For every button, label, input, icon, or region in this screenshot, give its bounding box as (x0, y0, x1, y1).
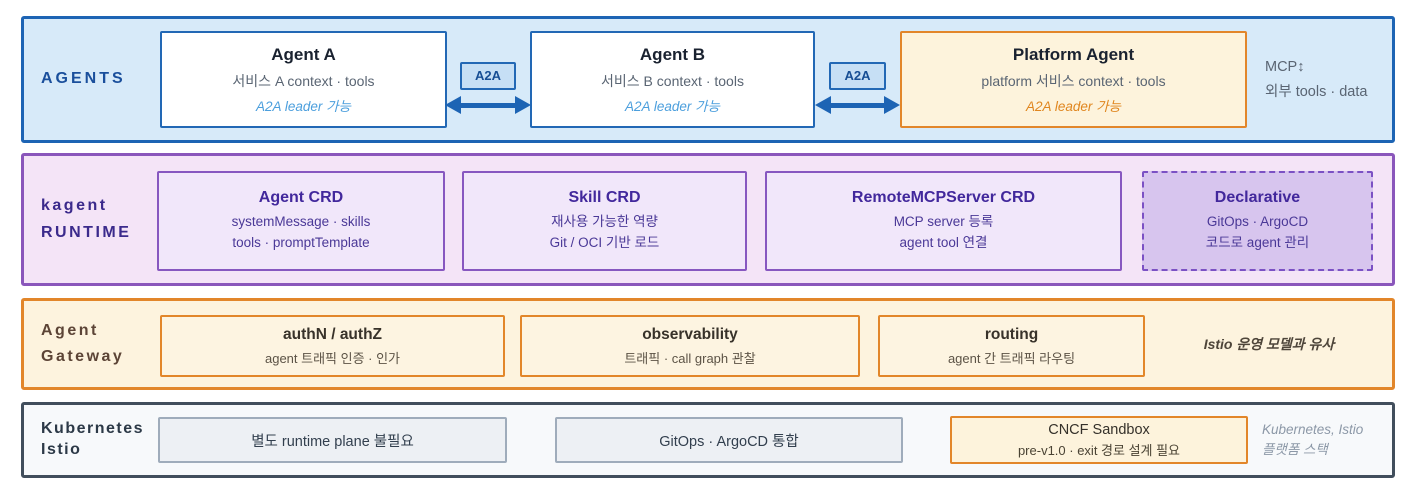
routing-line1: agent 간 트래픽 라우팅 (947, 350, 1076, 366)
declarative-box: Declarative GitOps · ArgoCD 코드로 agent 관리 (1142, 171, 1373, 271)
kubernetes-istio-layer: Kubernetes Istio 별도 runtime plane 불필요 Gi… (21, 402, 1395, 478)
platform-agent-leader-note: A2A leader 가능 (1026, 98, 1121, 114)
authn-authz-title: authN / authZ (282, 325, 383, 343)
kubernetes-layer-label: Kubernetes Istio (41, 405, 144, 475)
agent-b-leader-note: A2A leader 가능 (625, 98, 720, 114)
a2a-badge: A2A (459, 62, 516, 91)
agent-a-box: Agent A 서비스 A context · tools A2A leader… (160, 31, 447, 128)
observability-title: observability (642, 325, 738, 343)
agent-b-title: Agent B (639, 44, 706, 64)
platform-stack-note-line1: Kubernetes, Istio (1262, 422, 1364, 438)
gateway-label-line2: Gateway (41, 348, 125, 365)
observability-line1: 트래픽 · call graph 관찰 (624, 350, 756, 366)
observability-box: observability 트래픽 · call graph 관찰 (520, 315, 860, 377)
mcp-side-note: MCP↕ 외부 tools · data (1265, 19, 1367, 140)
platform-stack-note: Kubernetes, Istio 플랫폼 스택 (1262, 405, 1363, 475)
kubernetes-label-line1: Kubernetes (41, 420, 145, 438)
platform-agent-box: Platform Agent platform 서비스 context · to… (900, 31, 1247, 128)
gitops-integration-box: GitOps · ArgoCD 통합 (555, 417, 903, 463)
agent-crd-title: Agent CRD (258, 189, 344, 207)
cncf-sandbox-box: CNCF Sandbox pre-v1.0 · exit 경로 설계 필요 (950, 416, 1248, 464)
agent-gateway-layer: Agent Gateway authN / authZ agent 트래픽 인증… (21, 298, 1395, 390)
agent-a-subtitle: 서비스 A context · tools (232, 72, 375, 89)
authn-authz-box: authN / authZ agent 트래픽 인증 · 인가 (160, 315, 505, 377)
runtime-plane-box: 별도 runtime plane 불필요 (158, 417, 507, 463)
skill-crd-line1: 재사용 가능한 역량 (551, 214, 658, 230)
agents-layer-label-text: AGENTS (41, 70, 126, 88)
agent-crd-box: Agent CRD systemMessage · skills tools ·… (157, 171, 445, 271)
authn-authz-line1: agent 트래픽 인증 · 인가 (264, 350, 401, 366)
declarative-line1: GitOps · ArgoCD (1206, 214, 1309, 230)
declarative-line2: 코드로 agent 관리 (1205, 235, 1310, 250)
istio-model-note: Istio 운영 모델과 유사 (1203, 336, 1335, 352)
arrow-head-right-icon (515, 96, 531, 115)
gateway-label-line1: Agent (41, 321, 99, 339)
runtime-plane-text: 별도 runtime plane 불필요 (251, 433, 414, 450)
runtime-layer-label: kagent RUNTIME (41, 156, 131, 283)
platform-agent-title: Platform Agent (1012, 44, 1135, 64)
routing-title: routing (984, 325, 1039, 343)
arrow-head-right-icon (884, 96, 900, 115)
declarative-title: Declarative (1214, 189, 1301, 207)
cncf-sandbox-title: CNCF Sandbox (1048, 421, 1150, 438)
cncf-sandbox-line1: pre-v1.0 · exit 경로 설계 필요 (1017, 442, 1181, 458)
arrow-bar (461, 102, 515, 108)
skill-crd-box: Skill CRD 재사용 가능한 역량 Git / OCI 기반 로드 (462, 171, 747, 271)
runtime-label-line2: RUNTIME (41, 223, 132, 241)
kagent-runtime-layer: kagent RUNTIME Agent CRD systemMessage ·… (21, 153, 1395, 286)
a2a-arrow-icon (445, 96, 531, 115)
a2a-badge: A2A (829, 62, 886, 91)
a2a-arrow-icon (815, 96, 900, 115)
a2a-connector-left: A2A (445, 62, 531, 115)
arrow-bar (831, 102, 884, 108)
agent-b-subtitle: 서비스 B context · tools (601, 72, 744, 89)
gitops-integration-text: GitOps · ArgoCD 통합 (659, 433, 799, 450)
mcp-note-line1: MCP↕ (1265, 58, 1305, 75)
kubernetes-label-line2: Istio (41, 441, 82, 458)
skill-crd-line2: Git / OCI 기반 로드 (549, 235, 660, 250)
agents-layer-label: AGENTS (41, 19, 126, 140)
platform-stack-note-line2: 플랫폼 스택 (1262, 442, 1328, 457)
remote-mcp-server-crd-line2: agent tool 연결 (899, 235, 988, 250)
gateway-layer-label: Agent Gateway (41, 301, 124, 387)
agent-crd-line2: tools · promptTemplate (232, 235, 370, 250)
agent-crd-line1: systemMessage · skills (231, 214, 371, 230)
runtime-label-line1: kagent (41, 197, 108, 215)
agents-layer: AGENTS Agent A 서비스 A context · tools A2A… (21, 16, 1395, 143)
a2a-connector-right: A2A (815, 62, 900, 115)
platform-agent-subtitle: platform 서비스 context · tools (981, 72, 1166, 89)
agent-b-box: Agent B 서비스 B context · tools A2A leader… (530, 31, 815, 128)
arrow-head-left-icon (815, 96, 831, 115)
remote-mcp-server-crd-line1: MCP server 등록 (893, 214, 994, 230)
agent-a-leader-note: A2A leader 가능 (256, 98, 351, 114)
agent-a-title: Agent A (271, 44, 336, 64)
routing-box: routing agent 간 트래픽 라우팅 (878, 315, 1145, 377)
skill-crd-title: Skill CRD (568, 189, 641, 207)
mcp-note-line2: 외부 tools · data (1265, 83, 1368, 100)
remote-mcp-server-crd-title: RemoteMCPServer CRD (851, 189, 1036, 207)
remote-mcp-server-crd-box: RemoteMCPServer CRD MCP server 등록 agent … (765, 171, 1122, 271)
arrow-head-left-icon (445, 96, 461, 115)
